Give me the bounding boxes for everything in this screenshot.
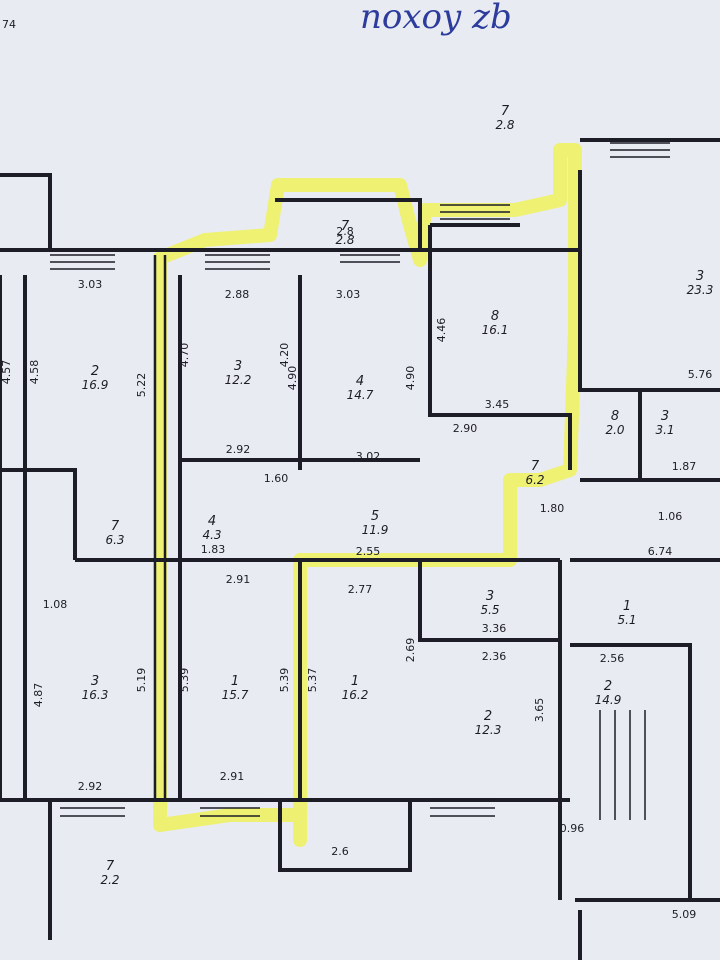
dimension-label: 2.8 <box>336 225 354 238</box>
room-number: 2 <box>484 709 492 724</box>
room-number: 2 <box>91 364 99 379</box>
dimension-label: 1.83 <box>201 543 226 556</box>
room-number: 3 <box>234 359 242 374</box>
room-number: 3 <box>486 589 494 604</box>
dimension-label: 5.19 <box>135 668 148 693</box>
dimension-label: 2.56 <box>600 652 625 665</box>
room-number: 7 <box>111 519 120 534</box>
dimension-label: 3.45 <box>485 398 510 411</box>
room-area: 14.9 <box>595 693 622 707</box>
room-number: 3 <box>661 409 669 424</box>
room-area: 16.1 <box>482 323 509 337</box>
dimension-label: 5.09 <box>672 908 697 921</box>
dimension-label: 4.20 <box>278 343 291 368</box>
dimension-label: 1.08 <box>43 598 68 611</box>
room-area: 2.0 <box>605 423 624 437</box>
dimension-label: 4.90 <box>404 366 417 391</box>
room-number: 7 <box>106 859 115 874</box>
dimension-label: 5.39 <box>278 668 291 693</box>
dimension-label: 1.87 <box>672 460 697 473</box>
room-area: 3.1 <box>655 423 674 437</box>
room-area: 15.7 <box>222 688 249 702</box>
handwritten-note: noxoy zb <box>360 0 512 37</box>
dimension-label: 2.91 <box>226 573 251 586</box>
room-number: 4 <box>208 514 216 529</box>
room-area: 14.7 <box>347 388 374 402</box>
room-number: 3 <box>696 269 704 284</box>
room-number: 7 <box>501 104 510 119</box>
dimension-label: 1.06 <box>658 510 683 523</box>
dimension-label: 2.88 <box>225 288 250 301</box>
dimension-label: 2.92 <box>226 443 251 456</box>
dimension-label: 4.70 <box>178 343 191 368</box>
room-area: 4.3 <box>202 528 221 542</box>
dimension-label: 3.36 <box>482 622 507 635</box>
dimension-label: 2.92 <box>78 780 103 793</box>
corner-text: 74 <box>2 18 16 31</box>
room-area: 16.9 <box>82 378 109 392</box>
dimension-label: 4.58 <box>28 360 41 385</box>
dimension-label: 4.46 <box>435 318 448 343</box>
room-area: 2.2 <box>100 873 119 887</box>
room-number: 4 <box>356 374 364 389</box>
room-area: 12.3 <box>475 723 502 737</box>
dimension-label: 5.76 <box>688 368 713 381</box>
room-area: 12.2 <box>225 373 252 387</box>
dimension-label: 5.37 <box>306 668 319 693</box>
dimension-label: 5.22 <box>135 373 148 398</box>
room-area: 23.3 <box>687 283 714 297</box>
room-number: 2 <box>604 679 612 694</box>
dimension-label: 3.03 <box>78 278 103 291</box>
room-number: 8 <box>491 309 499 324</box>
dimension-label: 2.77 <box>348 583 373 596</box>
room-number: 7 <box>531 459 540 474</box>
dimension-label: 2.6 <box>331 845 349 858</box>
dimension-label: 2.36 <box>482 650 507 663</box>
room-number: 1 <box>231 674 239 689</box>
room-number: 5 <box>371 509 379 524</box>
dimension-label: 0.96 <box>560 822 585 835</box>
dimension-label: 5.39 <box>178 668 191 693</box>
room-area: 11.9 <box>362 523 389 537</box>
dimension-label: 3.65 <box>533 698 546 723</box>
dimension-label: 4.87 <box>32 683 45 708</box>
dimension-label: 6.74 <box>648 545 673 558</box>
room-area: 2.8 <box>495 118 514 132</box>
dimension-label: 1.80 <box>540 502 565 515</box>
room-number: 7 <box>341 219 350 234</box>
room-area: 2.8 <box>335 233 354 247</box>
dimension-label: 4.90 <box>286 366 299 391</box>
dimension-label: 3.02 <box>356 450 381 463</box>
windows <box>50 142 670 820</box>
dimension-label: 4.57 <box>0 360 13 385</box>
dimension-label: 3.03 <box>336 288 361 301</box>
walls <box>0 138 720 960</box>
dimension-label: 2.90 <box>453 422 478 435</box>
dimension-label: 2.69 <box>404 638 417 663</box>
dimension-label: 1.60 <box>264 472 289 485</box>
room-number: 3 <box>91 674 99 689</box>
room-area: 5.5 <box>480 603 499 617</box>
room-number: 1 <box>351 674 359 689</box>
highlight-outline <box>153 143 582 847</box>
room-number: 1 <box>623 599 631 614</box>
room-area: 5.1 <box>617 613 636 627</box>
room-area: 16.3 <box>82 688 109 702</box>
room-number: 8 <box>611 409 619 424</box>
dimension-label: 2.91 <box>220 770 245 783</box>
room-area: 6.3 <box>105 533 124 547</box>
room-area: 16.2 <box>342 688 369 702</box>
room-area: 6.2 <box>525 473 544 487</box>
dimension-label: 2.55 <box>356 545 381 558</box>
